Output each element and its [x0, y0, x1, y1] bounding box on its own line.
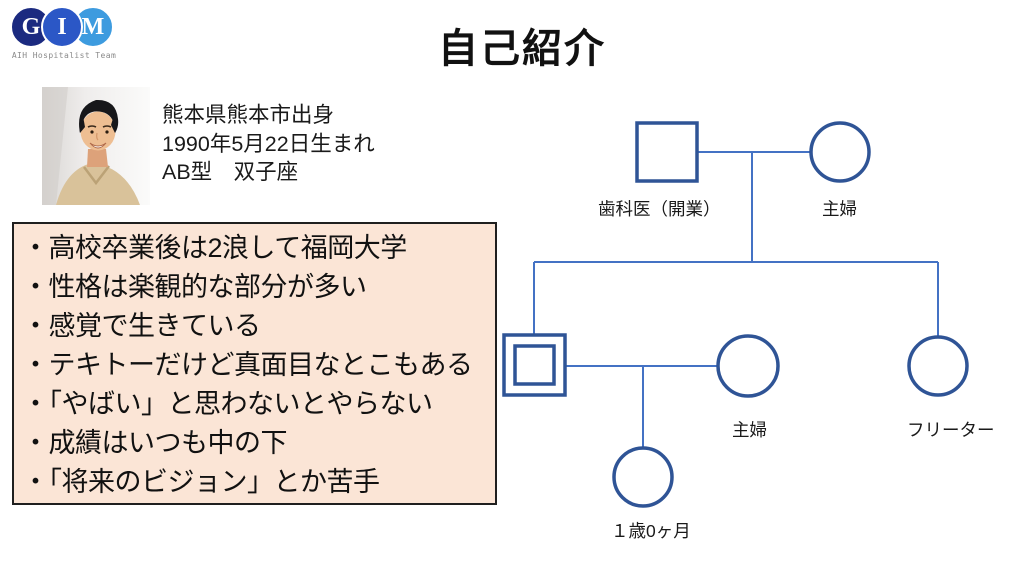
bullet-item: ・成績はいつも中の下 [22, 428, 288, 458]
bullet-item: ・高校卒業後は2浪して福岡大学 [22, 233, 407, 263]
self-intro-bullet-box: ・高校卒業後は2浪して福岡大学 ・性格は楽観的な部分が多い ・感覚で生きている … [12, 222, 497, 505]
logo-circle-i: I [41, 6, 83, 48]
logo-letter-i: I [57, 13, 67, 40]
page-title: 自己紹介 [438, 27, 606, 71]
profile-photo [42, 87, 150, 205]
daughter-node-circle [612, 446, 674, 508]
mother-label: 主婦 [822, 199, 857, 219]
father-label: 歯科医（開業） [598, 199, 721, 219]
logo-circles: G M I [8, 4, 120, 50]
bullet-item: ・「やばい」と思わないとやらない [22, 389, 433, 419]
gim-logo: G M I AIH Hospitalist Team [8, 4, 120, 64]
person-illustration [42, 87, 150, 205]
info-line-birthdate: 1990年5月22日生まれ [162, 131, 375, 156]
sister-label: フリーター [907, 420, 995, 440]
info-line-hometown: 熊本県熊本市出身 [162, 103, 335, 127]
father-node-square [635, 121, 699, 183]
bullet-list: ・高校卒業後は2浪して福岡大学 ・性格は楽観的な部分が多い ・感覚で生きている … [22, 229, 487, 502]
mother-node-circle [809, 121, 871, 183]
daughter-label: １歳0ヶ月 [611, 521, 691, 541]
wife-node-circle [716, 334, 780, 398]
bullet-item: ・「将来のビジョン」とか苦手 [22, 467, 380, 497]
bullet-item: ・テキトーだけど真面目なとこもある [22, 350, 473, 380]
bullet-item: ・感覚で生きている [22, 311, 261, 341]
logo-letter-m: M [81, 13, 105, 40]
bullet-item: ・性格は楽観的な部分が多い [22, 272, 367, 302]
wife-label: 主婦 [732, 420, 767, 440]
info-line-bloodtype: AB型 双子座 [162, 160, 299, 184]
self-node-outer-square [502, 333, 567, 397]
self-node-inner-square [513, 344, 556, 386]
logo-letter-g: G [21, 13, 41, 40]
logo-caption: AIH Hospitalist Team [11, 51, 117, 60]
profile-info: 熊本県熊本市出身 1990年5月22日生まれ AB型 双子座 [162, 101, 482, 187]
sister-node-circle [907, 335, 969, 397]
